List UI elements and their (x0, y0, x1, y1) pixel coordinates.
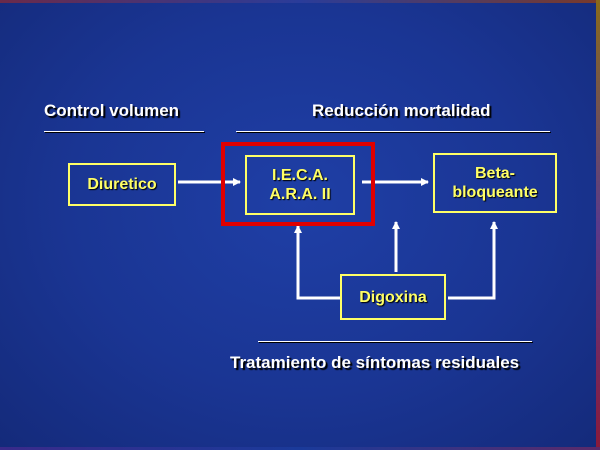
rule-tratamiento (258, 341, 532, 342)
highlight-frame (221, 142, 375, 226)
box-digoxina-label: Digoxina (359, 288, 427, 306)
label-control-volumen: Control volumen (44, 101, 180, 120)
label-tratamiento: Tratamiento de síntomas residuales (230, 353, 520, 372)
bottom-edge-band (0, 447, 600, 450)
box-beta-line1: Beta- (474, 165, 515, 182)
box-ieca-ara: I.E.C.A. A.R.A. II (245, 155, 355, 215)
label-reduccion-mortalidad: Reducción mortalidad (312, 101, 491, 120)
top-edge-band (0, 0, 600, 3)
rule-reduccion-mortalidad (236, 131, 550, 132)
box-ieca-line1: I.E.C.A. (271, 167, 328, 184)
rule-control-volumen (44, 131, 204, 132)
right-edge-band (596, 0, 600, 450)
box-ieca-line2: A.R.A. II (269, 186, 331, 203)
arrow-digoxina-to-beta (448, 221, 498, 300)
box-beta-line2: bloqueante (452, 184, 538, 201)
box-diuretico-label: Diuretico (87, 176, 157, 193)
box-diuretico: Diuretico (68, 163, 176, 206)
box-betabloqueante: Beta- bloqueante (433, 153, 557, 213)
box-digoxina: Digoxina (340, 274, 446, 320)
arrow-digoxina-to-ieca (294, 225, 340, 300)
